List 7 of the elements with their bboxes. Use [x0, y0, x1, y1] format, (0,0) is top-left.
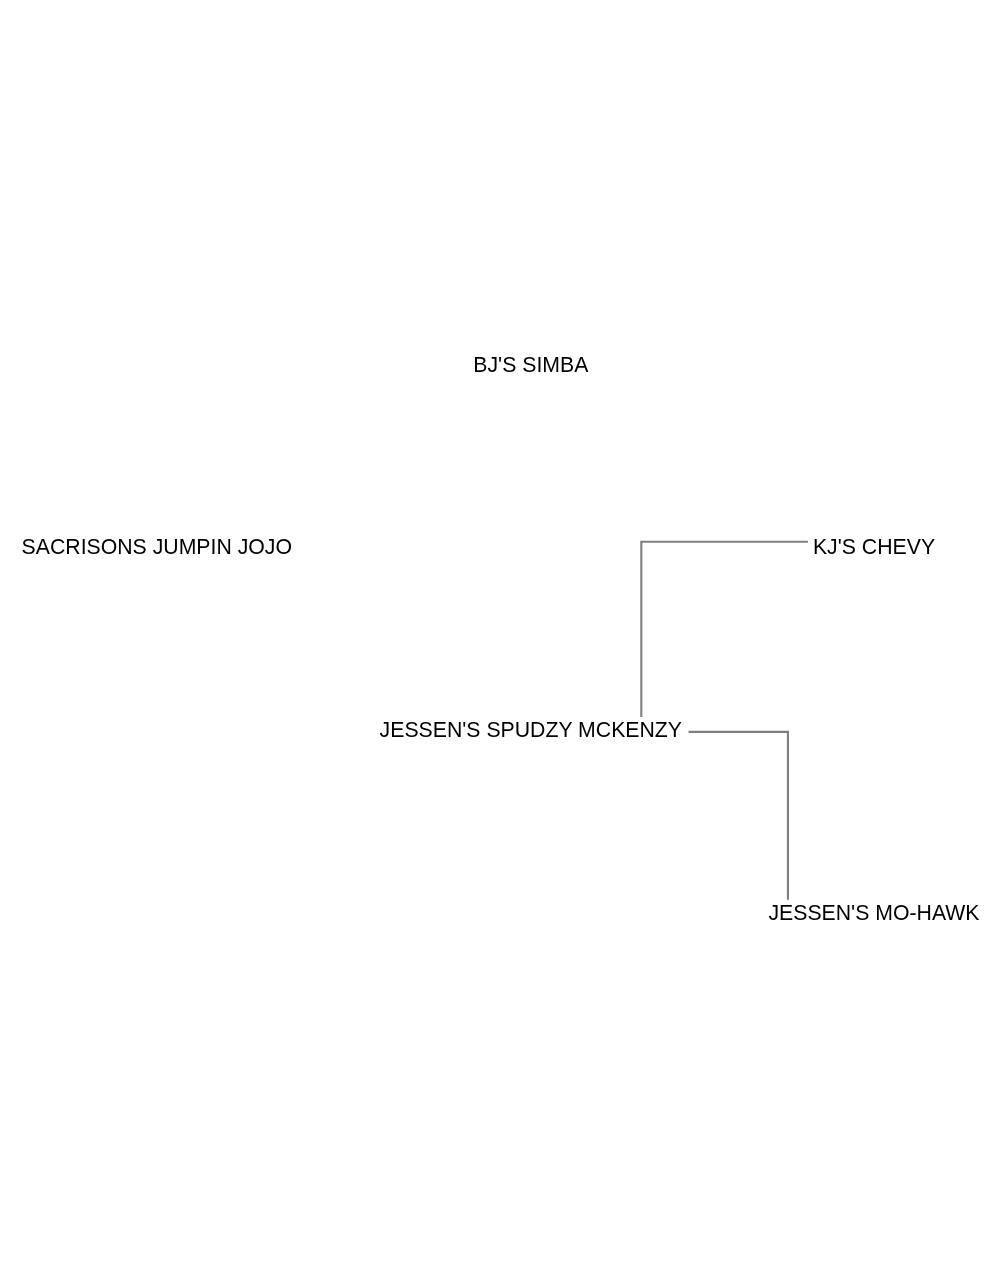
node-text: JESSEN'S SPUDZY MCKENZY [379, 717, 683, 742]
node-text: BJ'S SIMBA [473, 352, 589, 377]
connector [688, 730, 789, 900]
node-text: KJ'S CHEVY [812, 534, 936, 559]
connector [640, 540, 808, 717]
node-text: SACRISONS JUMPIN JOJO [21, 534, 293, 559]
node-text: JESSEN'S MO-HAWK [768, 900, 980, 925]
